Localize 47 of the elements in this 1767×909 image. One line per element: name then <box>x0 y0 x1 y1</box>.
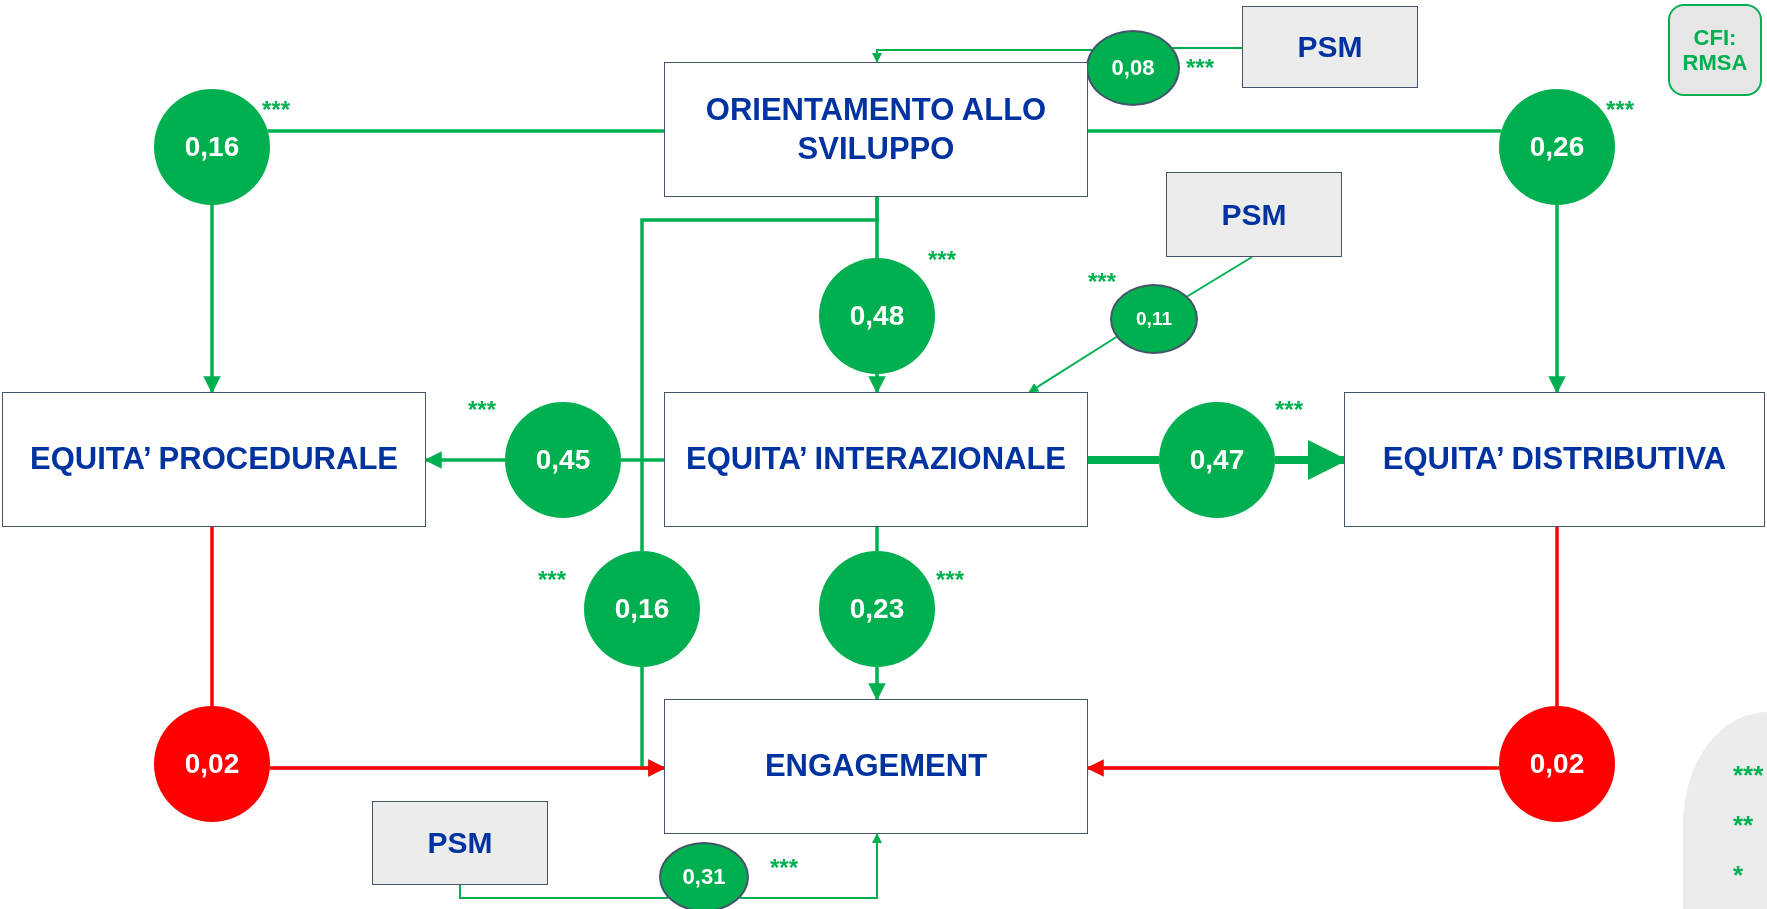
significance-stars: *** <box>770 854 799 882</box>
connector-line <box>640 197 879 551</box>
arrow <box>868 667 886 701</box>
connector-line <box>1186 256 1253 298</box>
moderator-box: PSM <box>1242 6 1418 88</box>
arrow <box>1086 759 1500 777</box>
arrow <box>203 205 221 394</box>
significance-stars: *** <box>1275 396 1304 424</box>
connector-line <box>267 129 664 133</box>
arrow <box>269 759 666 777</box>
coefficient-circle: 0,23 <box>819 551 935 667</box>
significance-stars: *** <box>468 396 497 424</box>
coefficient-circle: 0,47 <box>1159 402 1275 518</box>
connector-line <box>621 458 664 462</box>
connector-line <box>1088 129 1502 133</box>
arrow <box>1548 205 1566 394</box>
significance-stars: *** <box>538 566 567 594</box>
significance-stars: *** <box>1733 760 1764 791</box>
significance-stars: *** <box>1606 96 1635 124</box>
connector-line <box>875 527 879 551</box>
coefficient-circle: 0,02 <box>1499 706 1615 822</box>
construct-box: ORIENTAMENTO ALLO SVILUPPO <box>664 62 1088 197</box>
construct-box: EQUITA’ PROCEDURALE <box>2 392 426 527</box>
coefficient-ellipse: 0,11 <box>1110 284 1198 354</box>
connector-line <box>1171 47 1243 49</box>
connector-line <box>210 527 214 706</box>
coefficient-ellipse: 0,08 <box>1086 30 1180 106</box>
fit-index-box: CFI: RMSA <box>1668 4 1762 96</box>
construct-box: ENGAGEMENT <box>664 699 1088 834</box>
significance-stars: *** <box>262 96 291 124</box>
connector-line <box>1555 527 1559 706</box>
arrow <box>1028 336 1118 394</box>
coefficient-circle: 0,16 <box>584 551 700 667</box>
construct-box: EQUITA’ INTERAZIONALE <box>664 392 1088 527</box>
coefficient-circle: 0,02 <box>154 706 270 822</box>
connector-line <box>1088 456 1159 464</box>
significance-stars: * <box>1733 860 1744 891</box>
arrow <box>868 374 886 394</box>
significance-stars: *** <box>936 566 965 594</box>
construct-box: EQUITA’ DISTRIBUTIVA <box>1344 392 1765 527</box>
significance-stars: ** <box>1733 810 1754 841</box>
arrow <box>424 451 505 469</box>
coefficient-circle: 0,45 <box>505 402 621 518</box>
significance-stars: *** <box>1186 54 1215 82</box>
moderator-box: PSM <box>372 801 548 885</box>
coefficient-ellipse: 0,31 <box>659 842 749 909</box>
moderator-box: PSM <box>1166 172 1342 257</box>
